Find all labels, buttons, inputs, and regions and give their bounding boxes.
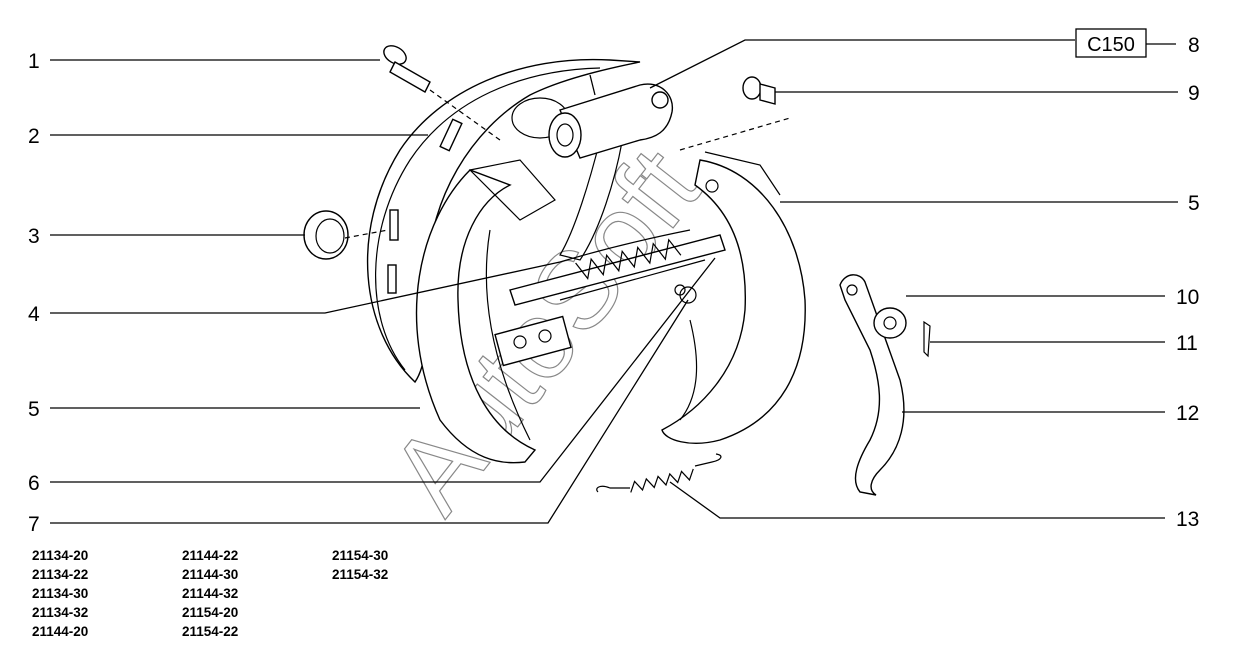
callout-12: 12	[1176, 402, 1199, 425]
washer	[873, 307, 907, 339]
callout-6: 6	[28, 472, 40, 495]
cotter-pin	[923, 320, 931, 358]
model-code: 21144-22	[182, 548, 239, 563]
right-brake-shoe	[661, 151, 806, 444]
callout-3: 3	[28, 225, 40, 248]
upper-spring	[559, 229, 691, 280]
bolt-part-1	[383, 45, 501, 141]
parking-lever	[839, 274, 905, 496]
model-code: 21154-30	[332, 548, 389, 563]
callout-5-right: 5	[1188, 192, 1200, 215]
callout-11: 11	[1176, 332, 1198, 355]
model-code: 21144-30	[182, 567, 239, 582]
model-code: 21144-32	[182, 586, 239, 601]
left-brake-shoe	[415, 159, 572, 464]
model-code: 21154-22	[182, 624, 239, 639]
model-code: 21144-20	[32, 624, 89, 639]
bolt-part-9	[679, 76, 791, 151]
callout-2: 2	[28, 125, 40, 148]
callout-9: 9	[1188, 82, 1200, 105]
callout-4: 4	[28, 303, 40, 326]
reference-box	[1075, 28, 1147, 58]
model-code: 21134-20	[32, 548, 89, 563]
model-code: 21134-22	[32, 567, 89, 582]
callout-8: 8	[1188, 34, 1200, 57]
model-code-list: 21134-20 21134-22 21134-30 21134-32 2114…	[32, 546, 482, 641]
lower-spring	[596, 453, 722, 493]
model-code-column-1: 21134-20 21134-22 21134-30 21134-32 2114…	[32, 546, 182, 641]
model-code: 21134-30	[32, 586, 89, 601]
leader-lines	[50, 39, 1178, 524]
callout-1: 1	[28, 50, 40, 73]
model-code: 21154-20	[182, 605, 239, 620]
wheel-cylinder	[548, 74, 674, 159]
callout-7: 7	[28, 513, 40, 536]
callout-10: 10	[1176, 286, 1199, 309]
small-spring	[674, 284, 697, 304]
callout-13: 13	[1176, 508, 1199, 531]
callout-5-left: 5	[28, 398, 40, 421]
model-code: 21154-32	[332, 567, 389, 582]
reference-code: C150	[1087, 34, 1135, 56]
model-code-column-3: 21154-30 21154-32	[332, 546, 482, 641]
model-code-column-2: 21144-22 21144-30 21144-32 21154-20 2115…	[182, 546, 332, 641]
model-code: 21134-32	[32, 605, 89, 620]
